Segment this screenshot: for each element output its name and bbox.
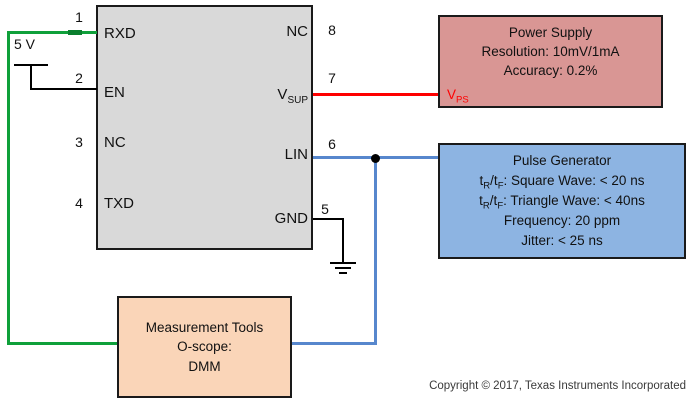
pin-number-2: 2 — [75, 70, 83, 86]
wire-5v-vertical — [30, 64, 32, 90]
pin-label-vsup: VSUP — [277, 86, 308, 106]
measurement-tools-line: O-scope: — [177, 339, 232, 355]
wire-red-vsup — [313, 93, 438, 96]
measurement-tools-line: DMM — [188, 358, 221, 374]
pin-label-nc-right: NC — [286, 23, 308, 40]
pulse-generator-title: Pulse Generator — [512, 153, 612, 168]
power-supply-title: Power Supply — [508, 25, 593, 40]
pin-label-gnd: GND — [274, 210, 308, 227]
pin-label-nc-left: NC — [104, 134, 126, 151]
wire-gnd-horizontal — [313, 218, 344, 220]
ic-chip-body — [96, 5, 313, 250]
pulse-generator-line: Frequency: 20 ppm — [503, 213, 621, 228]
pin-label-txd: TXD — [104, 195, 134, 212]
power-supply-line: Resolution: 10mV/1mA — [481, 44, 620, 59]
pulse-generator-line: tR/tF: Triangle Wave: < 40ns — [479, 193, 645, 212]
power-supply-box: Power Supply Resolution: 10mV/1mA Accura… — [438, 15, 663, 108]
pulse-generator-line: Jitter: < 25 ns — [521, 233, 603, 248]
pin-label-rxd: RXD — [104, 25, 136, 42]
pin-number-3: 3 — [75, 134, 83, 150]
pin-number-5: 5 — [321, 201, 329, 217]
junction-dot-icon — [371, 154, 380, 163]
measurement-tools-title: Measurement Tools — [145, 319, 264, 335]
wire-green-bottom — [7, 342, 117, 345]
vps-label: VPS — [447, 87, 469, 106]
pin-number-7: 7 — [328, 70, 336, 86]
measurement-tools-box: Measurement Tools O-scope: DMM — [117, 296, 292, 398]
power-supply-line: Accuracy: 0.2% — [503, 63, 598, 78]
pulse-generator-line: tR/tF: Square Wave: < 20 ns — [479, 173, 645, 192]
wire-green-vertical — [7, 31, 10, 345]
pin-number-6: 6 — [328, 136, 336, 152]
wire-green-tick — [68, 30, 82, 35]
pulse-generator-box: Pulse Generator tR/tF: Square Wave: < 20… — [438, 143, 686, 259]
pin-label-lin: LIN — [284, 146, 308, 163]
pin-number-1: 1 — [75, 9, 83, 25]
wire-green-rxd-top — [7, 31, 97, 34]
wire-gnd-vertical — [342, 218, 344, 262]
pin-label-en: EN — [104, 84, 125, 101]
copyright-text: Copyright © 2017, Texas Instruments Inco… — [429, 380, 686, 392]
wire-blue-vertical — [374, 156, 377, 345]
wire-5v-to-en — [30, 88, 97, 90]
pin-number-4: 4 — [75, 195, 83, 211]
wire-blue-to-measurement — [292, 342, 377, 345]
pin-number-8: 8 — [328, 22, 336, 38]
supply-5v-label: 5 V — [14, 36, 36, 52]
